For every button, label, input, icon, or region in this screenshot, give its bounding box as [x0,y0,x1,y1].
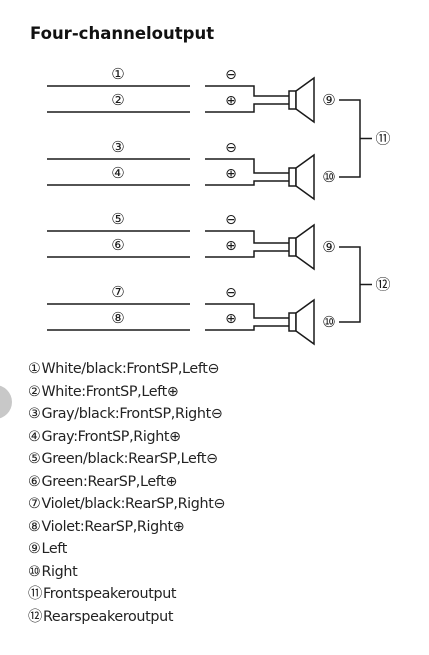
terminal-lead-minus [205,303,289,319]
group-callout-label: ⑫ [375,276,390,294]
wire-number-label: ③ [111,138,124,156]
legend-item: ⑩Right [28,563,78,580]
wire-number-label: ① [111,65,124,83]
diagram-labels: ① ② ⊖ ⊕ ⑨ ③ ④ ⊖ ⊕ ⑩ ⑤ ⑥ ⊖ ⊕ ⑨ ⑦ ⑧ ⊖ ⊕ ⑩ ⑪ ⑫ [111,65,390,331]
speaker-callout-label: ⑨ [322,91,335,109]
terminal-lead-plus [205,325,289,331]
legend-item: ⑤Green/black:RearSP,Left⊖ [28,451,218,467]
wiring-diagram: ① ② ⊖ ⊕ ⑨ ③ ④ ⊖ ⊕ ⑩ ⑤ ⑥ ⊖ ⊕ ⑨ ⑦ ⑧ ⊖ ⊕ ⑩ ⑪ ⑫ [47,65,391,346]
plus-terminal-icon: ⊕ [225,238,237,254]
wire-lines [47,76,372,346]
legend-item: ③Gray/black:FrontSP,Right⊖ [28,406,223,422]
wire-number-label: ⑧ [111,309,124,327]
legend-item: ⑪Frontspeakeroutput [28,586,177,602]
minus-terminal-icon: ⊖ [225,140,237,156]
terminal-lead-plus [205,250,289,258]
speaker-callout-label: ⑩ [322,168,335,186]
plus-terminal-icon: ⊕ [225,311,237,327]
plus-terminal-icon: ⊕ [225,166,237,182]
speaker-magnet [288,237,297,257]
page-tab-marker [0,385,12,419]
speaker-magnet [288,312,297,332]
legend-item: ⑦Violet/black:RearSP,Right⊖ [28,496,226,512]
terminal-lead-minus [205,85,289,97]
speaker-magnet [288,90,297,110]
terminal-lead-plus [205,180,289,186]
wire-number-label: ⑥ [111,236,124,254]
minus-terminal-icon: ⊖ [225,67,237,83]
wire-number-label: ② [111,91,124,109]
speaker-cone-icon [295,223,315,271]
speaker-cone-icon [295,76,315,124]
group-bracket [339,246,361,323]
legend-item: ①White/black:FrontSP,Left⊖ [28,361,220,377]
wire-number-label: ④ [111,164,124,182]
legend-item: ④Gray:FrontSP,Right⊕ [28,428,181,445]
terminal-lead-minus [205,230,289,244]
speaker-cone-icon [295,153,315,201]
group-callout-label: ⑪ [375,130,390,148]
speaker-callout-label: ⑩ [322,313,335,331]
legend-list: ①White/black:FrontSP,Left⊖ ②White:FrontS… [28,358,225,628]
terminal-lead-minus [205,158,289,174]
wire-number-label: ⑦ [111,283,124,301]
plus-terminal-icon: ⊕ [225,93,237,109]
legend-item: ⑨Left [28,541,67,557]
page-title: Four-channeloutput [30,24,215,43]
legend-item: ⑧Violet:RearSP,Right⊕ [28,518,185,535]
speaker-magnet [288,167,297,187]
legend-item: ②White:FrontSP,Left⊕ [28,383,179,400]
speaker-callout-label: ⑨ [322,238,335,256]
speaker-cone-icon [295,298,315,346]
group-bracket [339,99,361,178]
legend-item: ⑥Green:RearSP,Left⊕ [28,473,178,490]
wire-number-label: ⑤ [111,210,124,228]
minus-terminal-icon: ⊖ [225,285,237,301]
minus-terminal-icon: ⊖ [225,212,237,228]
terminal-lead-plus [205,103,289,113]
legend-item: ⑫Rearspeakeroutput [28,608,174,625]
